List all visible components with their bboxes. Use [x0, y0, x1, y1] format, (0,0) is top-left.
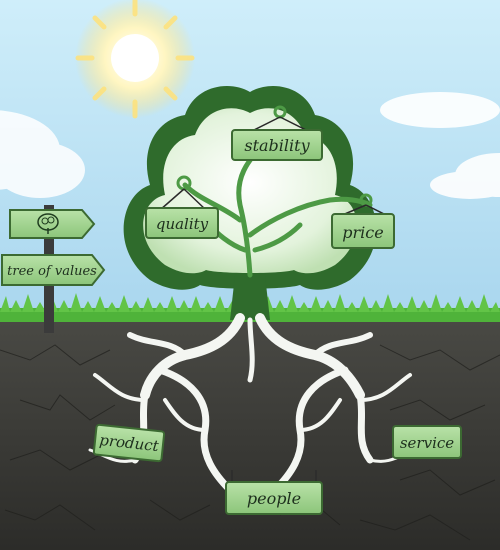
- label-service: service: [400, 434, 454, 452]
- label-price: price: [342, 223, 383, 242]
- sign-stability: stability: [231, 116, 323, 161]
- cloud-right: [380, 92, 500, 199]
- sun-icon: [75, 0, 195, 119]
- tree-branches: [182, 137, 373, 278]
- sign-people: people: [225, 470, 323, 515]
- sign-service: service: [392, 425, 462, 459]
- sign-product: product: [92, 423, 166, 463]
- tree-trunk: [230, 275, 270, 320]
- tree-icon: [37, 213, 59, 234]
- label-people: people: [247, 489, 301, 508]
- label-quality: quality: [156, 215, 209, 233]
- signpost: tree of values: [1, 205, 106, 333]
- label-tree-of-values: tree of values: [7, 264, 97, 279]
- cloud-left: [0, 110, 85, 198]
- sign-quality: quality: [145, 188, 219, 239]
- label-stability: stability: [244, 136, 310, 155]
- sign-price: price: [331, 204, 395, 249]
